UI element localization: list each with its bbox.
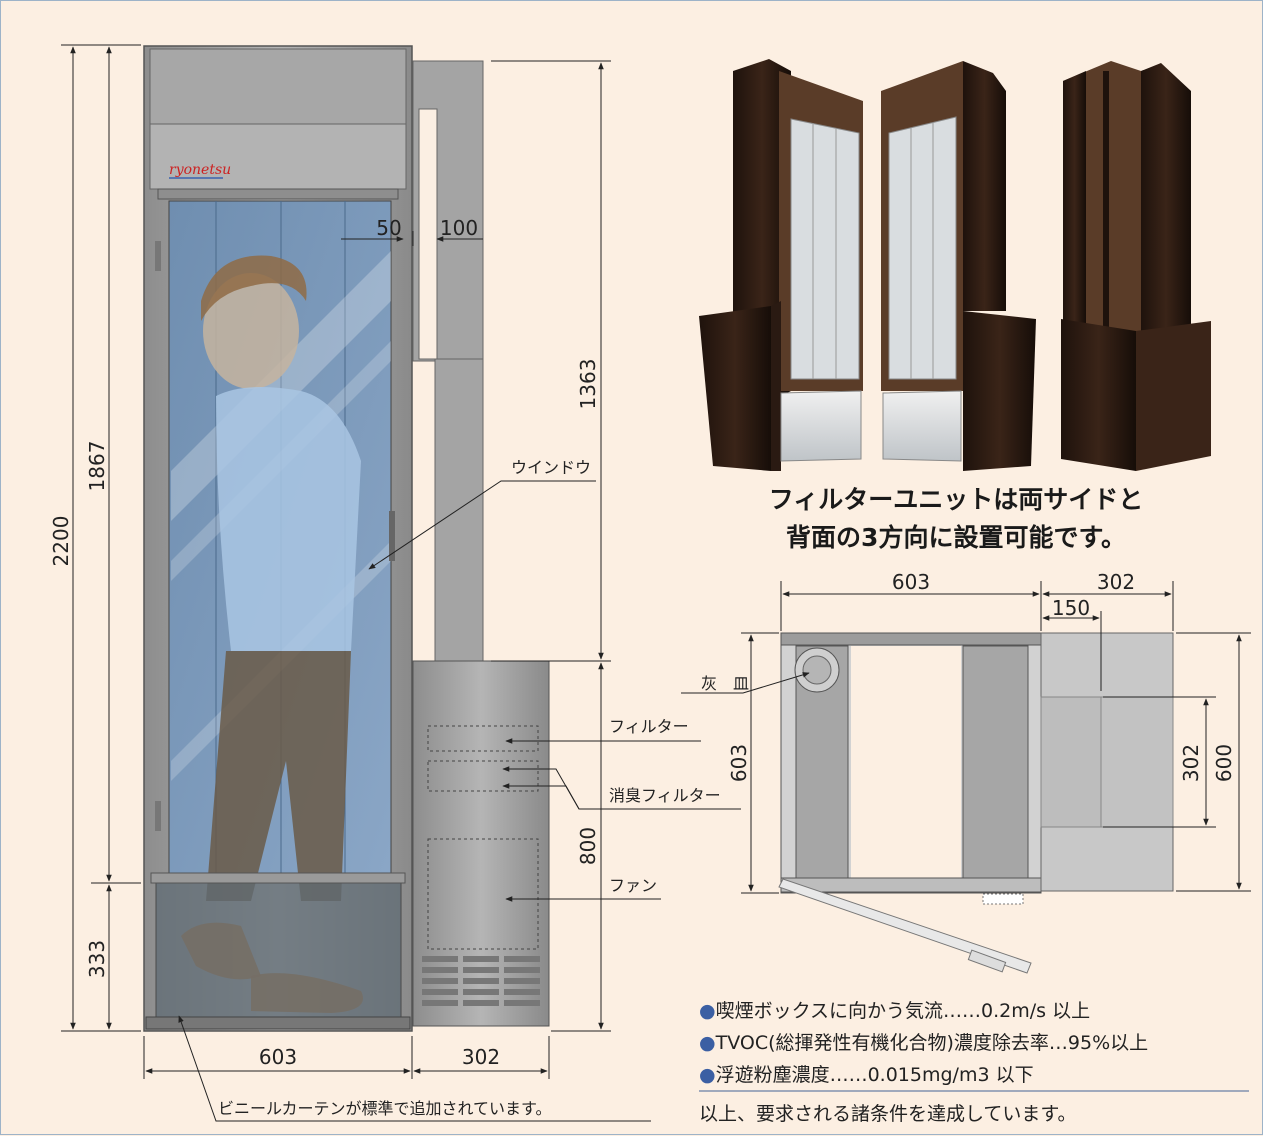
dim-unit-height: 800 xyxy=(576,827,600,865)
dim-plan-box-width: 603 xyxy=(892,570,930,594)
spec-item: ●浮遊粉塵濃度……0.015mg/m3 以下 xyxy=(699,1060,1034,1087)
label-ashtray: 灰 皿 xyxy=(701,674,749,693)
cabinet-view-back xyxy=(1061,61,1211,471)
duct-tower xyxy=(412,60,484,665)
dim-plan-box-depth: 603 xyxy=(727,744,751,782)
filter-placement-caption: フィルターユニットは両サイドと 背面の3方向に設置可能です。 xyxy=(746,481,1166,557)
plan-view xyxy=(778,632,1174,974)
dim-total-height: 2200 xyxy=(49,516,73,567)
dim-plan-unit-length: 600 xyxy=(1212,744,1236,782)
spec-item: ●喫煙ボックスに向かう気流……0.2m/s 以上 xyxy=(699,996,1090,1023)
label-curtain: ビニールカーテンが標準で追加されています。 xyxy=(218,1099,551,1118)
brand-logo: ryonetsu xyxy=(169,162,231,178)
front-dimension-lines xyxy=(61,44,611,1079)
label-filter: フィルター xyxy=(609,717,689,736)
bullet-icon: ● xyxy=(699,1064,716,1086)
dim-base-height: 333 xyxy=(85,940,109,978)
filter-unit-front xyxy=(412,660,550,1027)
label-deodorant-filter: 消臭フィルター xyxy=(609,786,721,805)
dim-front-box-width: 603 xyxy=(259,1045,297,1069)
label-fan: ファン xyxy=(609,876,657,895)
dim-front-unit-width: 302 xyxy=(462,1045,500,1069)
dim-tower-height: 1363 xyxy=(576,359,600,410)
bullet-icon: ● xyxy=(699,1000,716,1022)
dim-window-height: 1867 xyxy=(85,441,109,492)
bullet-icon: ● xyxy=(699,1032,716,1054)
label-window: ウインドウ xyxy=(511,458,591,477)
spec-item: ●TVOC(総揮発性有機化合物)濃度除去率…95%以上 xyxy=(699,1028,1148,1055)
spec-dust: 浮遊粉塵濃度……0.015mg/m3 以下 xyxy=(715,1064,1034,1086)
dim-duct-width: 100 xyxy=(440,216,478,240)
caption-line-1: フィルターユニットは両サイドと xyxy=(768,485,1144,514)
cabinet-view-center xyxy=(881,61,1036,471)
spec-tvoc: TVOC(総揮発性有機化合物)濃度除去率…95%以上 xyxy=(715,1032,1149,1054)
spec-airflow: 喫煙ボックスに向かう気流……0.2m/s 以上 xyxy=(715,1000,1091,1022)
callout-leaders xyxy=(178,480,741,1122)
dim-plan-offset: 150 xyxy=(1052,596,1090,620)
dim-plan-unit-width: 302 xyxy=(1179,744,1203,782)
smoking-booth-front xyxy=(143,45,413,1032)
plan-dimension-lines xyxy=(681,581,1251,894)
spec-conclusion: 以上、要求される諸条件を達成しています。 xyxy=(699,1103,1077,1125)
cabinet-view-left xyxy=(699,59,863,471)
caption-line-2: 背面の3方向に設置可能です。 xyxy=(786,523,1126,552)
dim-gap: 50 xyxy=(376,216,401,240)
dim-plan-unit-depth: 302 xyxy=(1097,570,1135,594)
